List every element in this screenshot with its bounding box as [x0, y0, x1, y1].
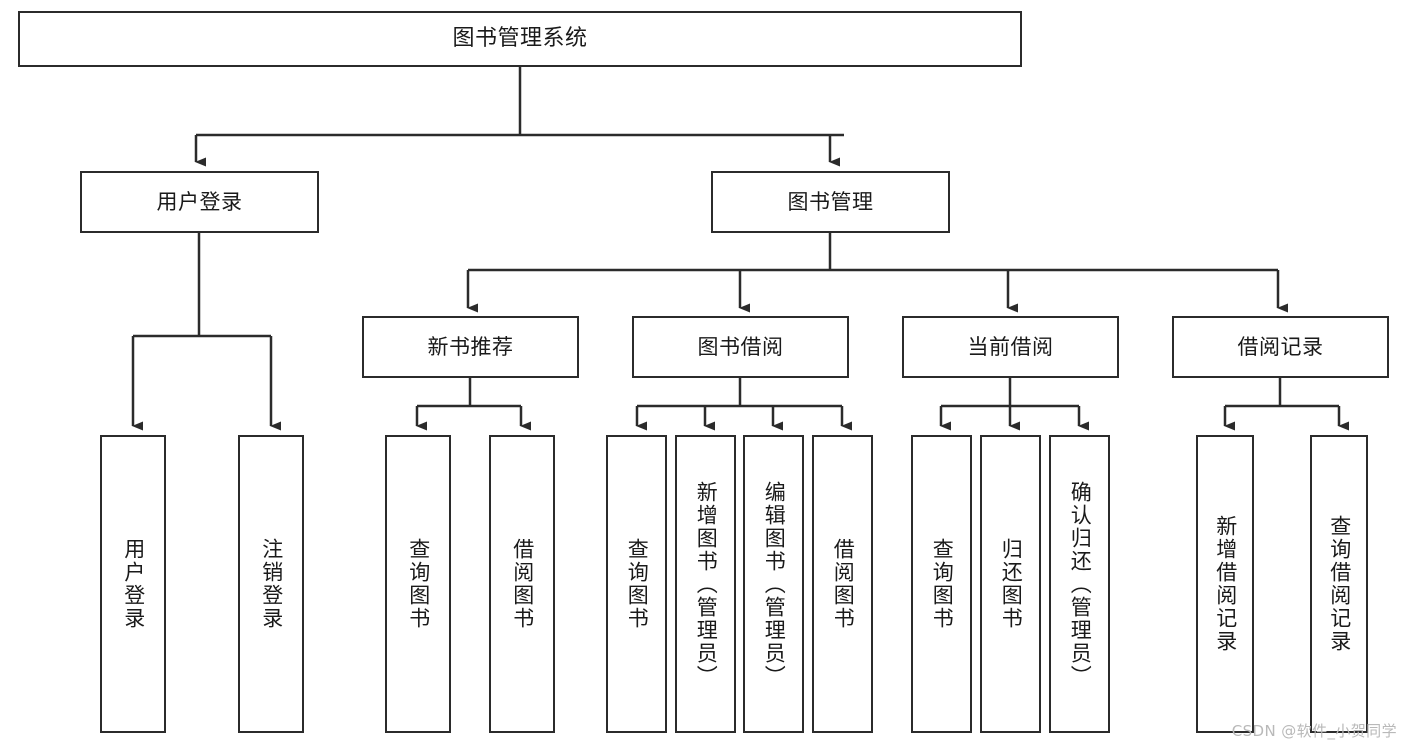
node-leaf-current-query[interactable]: 查询图书	[911, 435, 972, 733]
node-new-book-recommend[interactable]: 新书推荐	[362, 316, 579, 378]
node-leaf-label: 确认归还（管理员）	[1068, 480, 1093, 688]
node-book-borrow[interactable]: 图书借阅	[632, 316, 849, 378]
node-user-login-label: 用户登录	[156, 189, 243, 214]
node-leaf-new-book-borrow[interactable]: 借阅图书	[489, 435, 555, 733]
node-leaf-label: 查询图书	[406, 538, 431, 630]
watermark-text: CSDN @软件_小贺同学	[1231, 722, 1397, 740]
node-leaf-borrow-add-book-admin[interactable]: 新增图书（管理员）	[675, 435, 736, 733]
node-current-borrow-label: 当前借阅	[967, 334, 1054, 359]
node-leaf-label: 编辑图书（管理员）	[762, 480, 787, 688]
node-current-borrow[interactable]: 当前借阅	[902, 316, 1119, 378]
node-leaf-label: 新增图书（管理员）	[694, 480, 719, 688]
node-leaf-label: 查询图书	[930, 538, 955, 630]
node-leaf-borrow-query[interactable]: 查询图书	[606, 435, 667, 733]
node-leaf-label: 借阅图书	[510, 538, 535, 630]
node-book-management[interactable]: 图书管理	[711, 171, 950, 233]
node-leaf-current-confirm-return-admin[interactable]: 确认归还（管理员）	[1049, 435, 1110, 733]
node-leaf-label: 归还图书	[999, 538, 1024, 630]
node-book-management-label: 图书管理	[787, 189, 874, 214]
node-leaf-label: 查询图书	[625, 538, 650, 630]
node-leaf-borrow-edit-book-admin[interactable]: 编辑图书（管理员）	[743, 435, 804, 733]
node-leaf-label: 查询借阅记录	[1327, 515, 1352, 653]
node-leaf-new-book-query[interactable]: 查询图书	[385, 435, 451, 733]
node-root-book-management-system[interactable]: 图书管理系统	[18, 11, 1022, 67]
node-user-login[interactable]: 用户登录	[80, 171, 319, 233]
node-leaf-current-return[interactable]: 归还图书	[980, 435, 1041, 733]
node-leaf-label: 借阅图书	[831, 538, 856, 630]
node-root-label: 图书管理系统	[452, 26, 588, 52]
node-leaf-record-query[interactable]: 查询借阅记录	[1310, 435, 1368, 733]
node-leaf-user-login-login[interactable]: 用户登录	[100, 435, 166, 733]
node-borrow-record-label: 借阅记录	[1237, 334, 1324, 359]
node-leaf-record-add[interactable]: 新增借阅记录	[1196, 435, 1254, 733]
node-leaf-borrow-borrow-book[interactable]: 借阅图书	[812, 435, 873, 733]
node-book-borrow-label: 图书借阅	[697, 334, 784, 359]
node-new-book-recommend-label: 新书推荐	[427, 334, 514, 359]
node-borrow-record[interactable]: 借阅记录	[1172, 316, 1389, 378]
node-leaf-label: 用户登录	[121, 538, 146, 630]
node-leaf-label: 注销登录	[259, 538, 284, 630]
node-leaf-user-login-logout[interactable]: 注销登录	[238, 435, 304, 733]
node-leaf-label: 新增借阅记录	[1213, 515, 1238, 653]
